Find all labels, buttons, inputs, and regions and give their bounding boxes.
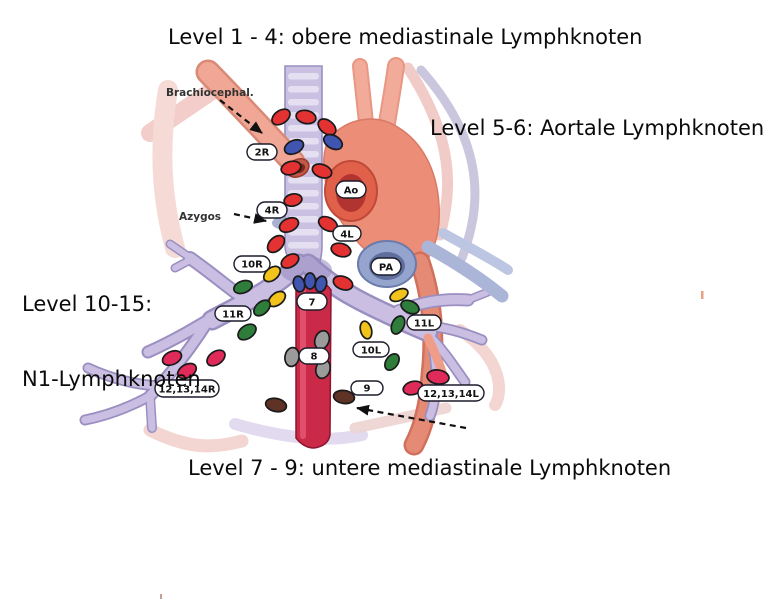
lymph-node [389,287,409,303]
lymph-node [303,272,317,290]
lymph-node [317,118,337,136]
lymph-node [280,253,300,269]
station-10L: 10L [352,341,390,358]
lymph-node [332,275,354,291]
lymph-node [400,299,420,315]
station-7-label: 7 [309,298,316,309]
station-11R: 11R [214,305,252,322]
label-pulmonary-artery: PA [370,257,402,276]
lymph-node [332,389,356,405]
lymph-node [161,349,183,367]
lymph-node [232,279,254,295]
lymph-nodes-green [232,279,420,371]
annotation-arrows [219,99,467,430]
station-10L-label: 10L [361,346,382,357]
station-8: 8 [298,347,330,365]
station-2R-label: 2R [255,148,270,159]
station-4R: 4R [256,201,288,219]
station-8-label: 8 [311,352,318,363]
lymph-node [426,369,450,385]
lymph-node [176,362,198,380]
station-11L-label: 11L [414,319,435,330]
aorta-label: Ao [344,186,359,197]
station-11R-label: 11R [222,310,244,321]
lymph-node [322,133,344,151]
lymph-node [359,320,373,340]
lymph-node [206,349,226,367]
station-12-13-14R-label: 12,13,14R [158,385,215,396]
lymph-node [295,109,317,125]
lymph-nodes-red [266,108,354,291]
lymph-node [330,242,352,258]
lymph-nodes-brown [264,389,356,413]
lymph-node [283,138,305,156]
station-10R-label: 10R [241,260,263,271]
lymph-nodes [161,108,450,413]
title-upper-mediastinal: Level 1 - 4: obere mediastinale Lymphkno… [168,25,643,49]
lymph-nodes-crimson [161,349,450,396]
title-lower-mediastinal: Level 7 - 9: untere mediastinale Lymphkn… [188,456,672,480]
station-12-13-14R: 12,13,14R [154,379,220,398]
label-n1-line2: N1-Lymphknoten [22,367,201,391]
station-4R-label: 4R [265,206,280,217]
lymph-node [283,192,303,208]
label-aortic-group: Level 5-6: Aortale Lymphknoten [430,116,765,140]
background-vessels [141,62,505,453]
label-n1-line1: Level 10-15: [22,292,153,316]
label-aorta: Ao [335,180,367,199]
lymph-node [253,299,271,317]
station-7: 7 [296,292,328,311]
station-labels: 2R 4R 4L 10R 11R 12,13,14R [154,143,485,402]
scan-artifacts [160,291,704,599]
lymph-node [280,160,302,176]
lymph-node [237,323,257,341]
station-4L-label: 4L [340,230,354,241]
station-12-13-14L: 12,13,14L [417,384,485,402]
station-4L: 4L [332,225,362,242]
lymph-node [266,234,286,254]
brachiocephal-arrow [219,99,263,134]
pulmonary-artery-branches [421,228,513,303]
station-12-13-14L-label: 12,13,14L [423,389,479,400]
lymph-node [384,353,400,371]
label-n1-group: Level 10-15: N1-Lymphknoten [22,242,201,442]
level9-arrow [355,404,467,430]
lymph-node [311,163,333,179]
lymph-node [390,315,406,335]
azygos-arrow [233,212,268,224]
pulmonary-artery-label: PA [379,263,393,274]
station-9-label: 9 [364,384,371,395]
lymph-node [278,216,300,234]
lymph-node [264,397,288,413]
station-11L: 11L [406,314,442,331]
station-10R: 10R [233,255,271,273]
brachiocephal-label: Brachiocephal. [166,87,254,99]
azygos-label: Azygos [179,211,221,223]
station-9: 9 [350,380,384,396]
lymph-node [314,275,328,293]
lymph-node [271,108,291,126]
station-2R: 2R [246,143,278,161]
lymph-nodes-blue [283,133,344,293]
